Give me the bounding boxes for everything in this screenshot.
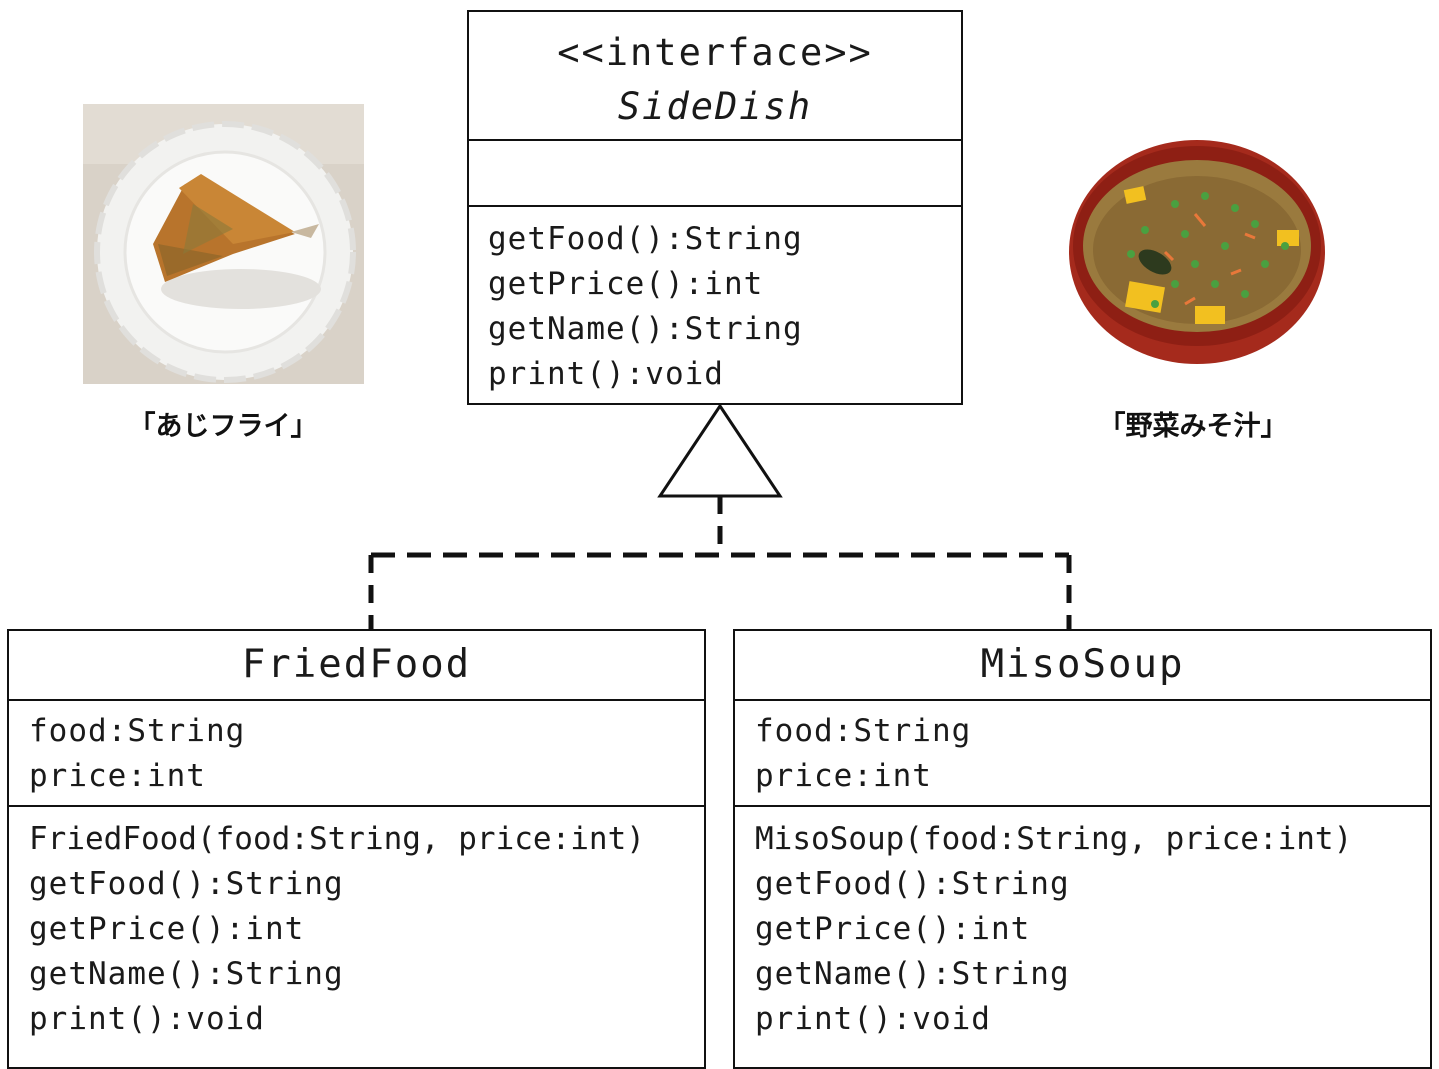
misosoup-method: getPrice():int [755, 911, 1031, 947]
friedfood-constructor: FriedFood(food:String, price:int) [29, 821, 645, 857]
interface-method: getName():String [488, 311, 803, 347]
friedfood-method: getFood():String [29, 866, 344, 902]
misosoup-attribute: price:int [755, 758, 932, 794]
friedfood-method: getName():String [29, 956, 344, 992]
interface-name: SideDish [617, 85, 813, 128]
class-friedfood-box: FriedFood food:String price:int FriedFoo… [7, 629, 706, 1069]
friedfood-header: FriedFood [9, 631, 704, 701]
interface-method: print():void [488, 356, 724, 392]
interface-attributes [469, 141, 961, 207]
miso-soup-caption: 「野菜みそ汁」 [1098, 411, 1288, 442]
misosoup-attributes: food:String price:int [735, 701, 1430, 807]
friedfood-method: print():void [29, 1001, 265, 1037]
friedfood-methods: FriedFood(food:String, price:int) getFoo… [9, 807, 704, 1042]
class-misosoup-box: MisoSoup food:String price:int MisoSoup(… [733, 629, 1432, 1069]
inheritance-triangle [657, 403, 783, 498]
misosoup-method: getName():String [755, 956, 1070, 992]
friedfood-name: FriedFood [241, 642, 472, 687]
interface-method: getFood():String [488, 221, 803, 257]
friedfood-attribute: food:String [29, 713, 246, 749]
misosoup-attribute: food:String [755, 713, 972, 749]
misosoup-name: MisoSoup [980, 642, 1185, 687]
friedfood-attribute: price:int [29, 758, 206, 794]
interface-method: getPrice():int [488, 266, 764, 302]
miso-soup-photo [1069, 140, 1325, 364]
friedfood-method: getPrice():int [29, 911, 305, 947]
friedfood-attributes: food:String price:int [9, 701, 704, 807]
interface-sidedish-box: <<interface>> SideDish getFood():String … [467, 10, 963, 405]
misosoup-method: print():void [755, 1001, 991, 1037]
interface-methods: getFood():String getPrice():int getName(… [469, 207, 961, 397]
interface-stereotype: <<interface>> [557, 31, 873, 74]
misosoup-constructor: MisoSoup(food:String, price:int) [755, 821, 1353, 857]
fried-fish-photo [83, 104, 364, 384]
misosoup-method: getFood():String [755, 866, 1070, 902]
misosoup-methods: MisoSoup(food:String, price:int) getFood… [735, 807, 1430, 1042]
interface-header: <<interface>> SideDish [469, 12, 961, 141]
fried-fish-caption: 「あじフライ」 [128, 411, 318, 442]
misosoup-header: MisoSoup [735, 631, 1430, 701]
